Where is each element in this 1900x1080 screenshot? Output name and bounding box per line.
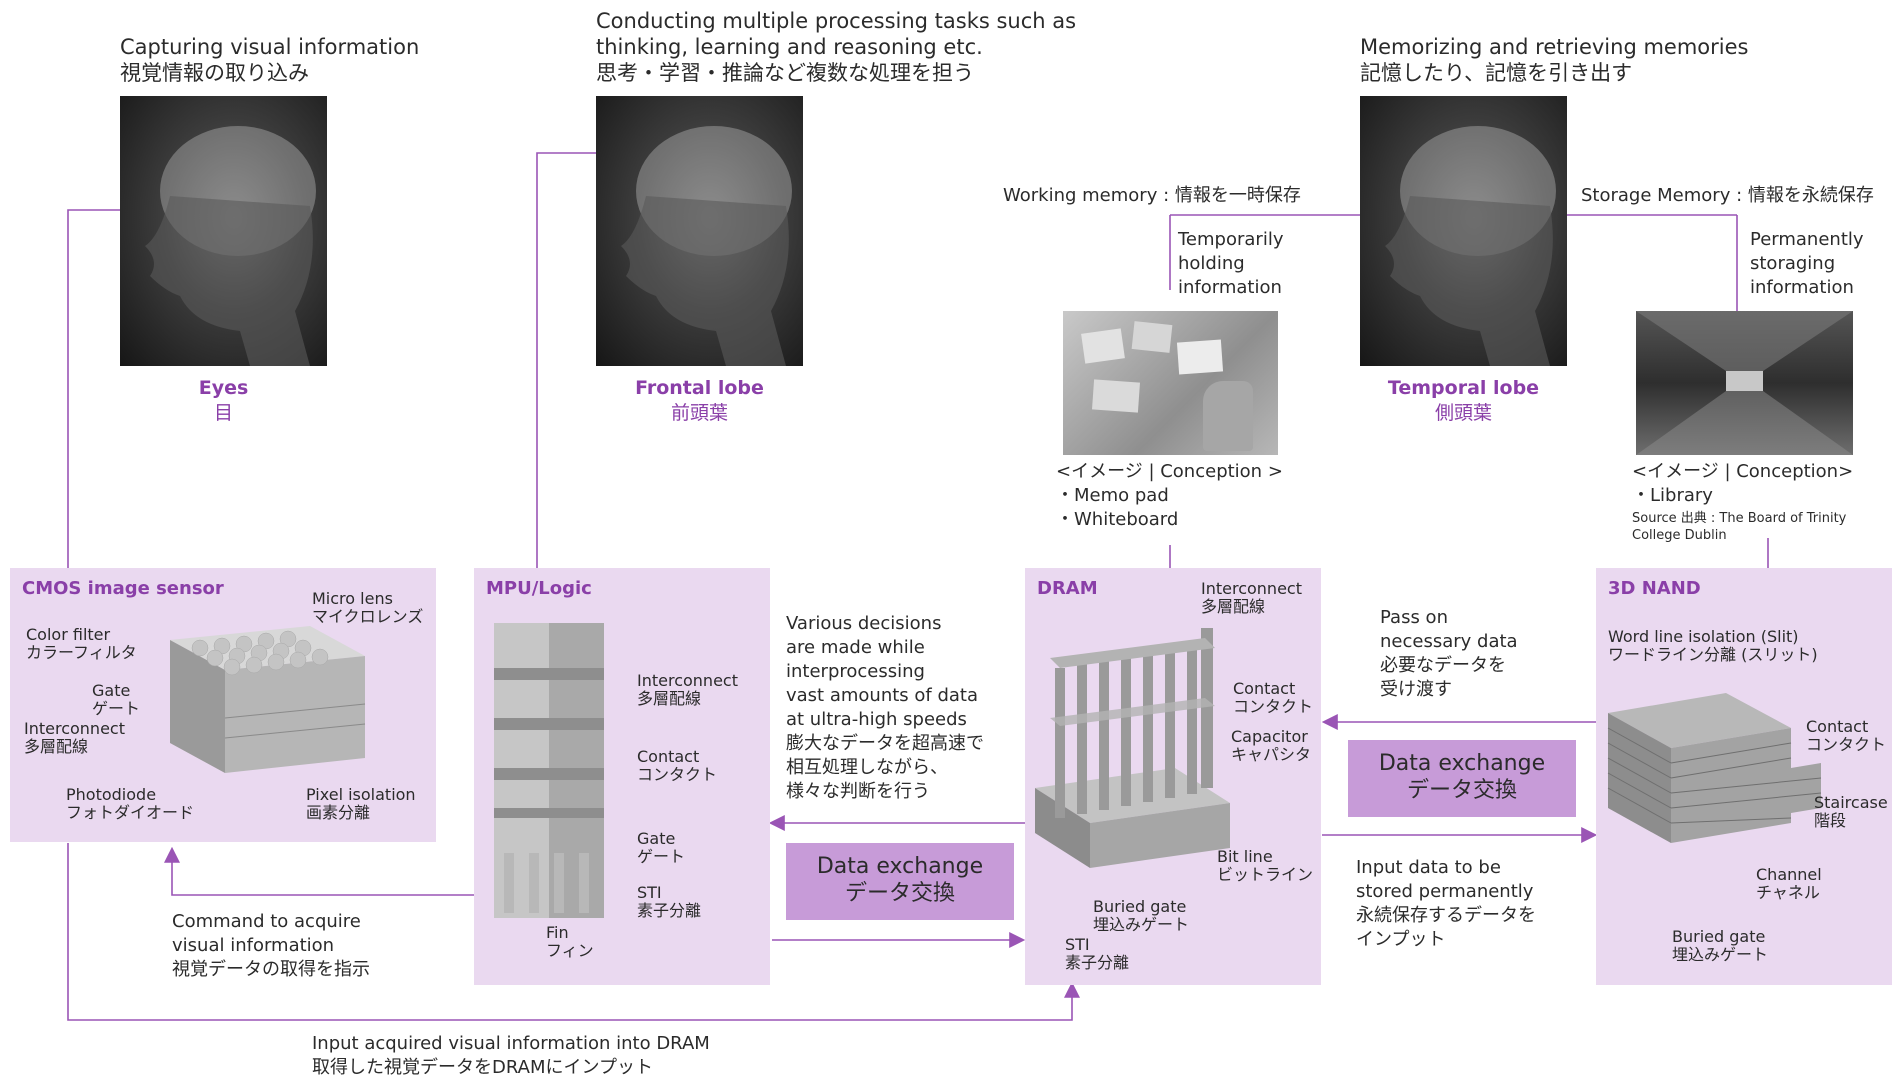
data-exchange-box-2: Data exchange データ交換 — [1348, 740, 1576, 817]
cmos-chip-illustration — [170, 626, 366, 773]
mpu-label-contact: Contact コンタクト — [637, 747, 718, 784]
eyes-label: Eyes 目 — [120, 376, 327, 426]
input-store-text: Input data to be stored permanently 永続保存… — [1356, 857, 1536, 950]
dram-label-buried-gate: Buried gate 埋込みゲート — [1093, 897, 1190, 934]
dram-label-contact: Contact コンタクト — [1233, 679, 1314, 716]
nand-chip-illustration — [1607, 693, 1822, 843]
temporal-label: Temporal lobe 側頭葉 — [1360, 376, 1567, 426]
eyes-caption: Capturing visual information 視覚情報の取り込み — [120, 35, 420, 85]
mpu-panel: MPU/Logic Interconnect 多層配線 Contact コンタク… — [474, 568, 770, 985]
cmos-panel: CMOS image sensor Micro lens マイクロレンズ Col… — [10, 568, 436, 842]
temporal-brain-image — [1360, 96, 1567, 366]
dram-label-capacitor: Capacitor キャパシタ — [1231, 727, 1312, 764]
frontal-name-en: Frontal lobe — [635, 377, 764, 399]
eyes-name-en: Eyes — [198, 377, 249, 399]
temporal-name-ja: 側頭葉 — [1434, 402, 1492, 424]
nand-label-staircase: Staircase 階段 — [1814, 793, 1888, 830]
cmos-label-gate: Gate ゲート — [92, 681, 141, 718]
dram-label-sti: STI 素子分離 — [1065, 935, 1130, 972]
data-exchange-box-1: Data exchange データ交換 — [786, 843, 1014, 920]
mpu-label-sti: STI 素子分離 — [637, 883, 702, 920]
cmos-label-color-filter: Color filter カラーフィルタ — [26, 625, 137, 662]
frontal-name-ja: 前頭葉 — [670, 402, 728, 424]
mpu-label-gate: Gate ゲート — [637, 829, 686, 866]
working-memory-desc: Temporarily holding information — [1178, 229, 1284, 298]
dram-chip-illustration — [1035, 628, 1230, 868]
dram-label-interconnect: Interconnect 多層配線 — [1201, 579, 1302, 616]
dram-label-bit-line: Bit line ビットライン — [1217, 847, 1314, 884]
command-text: Command to acquire visual information 視覚… — [172, 911, 370, 980]
mpu-label-fin: Fin フィン — [546, 923, 594, 960]
pass-on-text: Pass on necessary data 必要なデータを 受け渡す — [1380, 607, 1518, 700]
mpu-label-interconnect: Interconnect 多層配線 — [637, 671, 738, 708]
cmos-label-micro-lens: Micro lens マイクロレンズ — [312, 589, 424, 626]
temporal-name-en: Temporal lobe — [1387, 377, 1540, 399]
cmos-label-photodiode: Photodiode フォトダイオード — [66, 785, 195, 822]
frontal-brain-image — [596, 96, 803, 366]
storage-memory-conception: <イメージ | Conception> ・Library — [1632, 461, 1854, 506]
nand-label-word-line: Word line isolation (Slit) ワードライン分離 (スリッ… — [1608, 627, 1818, 664]
working-memory-label: Working memory : 情報を一時保存 — [1003, 185, 1301, 206]
frontal-caption: Conducting multiple processing tasks suc… — [596, 9, 1077, 85]
cmos-label-interconnect: Interconnect 多層配線 — [24, 719, 125, 756]
temporal-caption: Memorizing and retrieving memories 記憶したり… — [1360, 35, 1749, 85]
nand-label-buried-gate: Buried gate 埋込みゲート — [1672, 927, 1769, 964]
eyes-name-ja: 目 — [213, 402, 233, 424]
nand-label-channel: Channel チャネル — [1756, 865, 1822, 902]
frontal-label: Frontal lobe 前頭葉 — [596, 376, 803, 426]
memo-pad-photo — [1063, 311, 1278, 455]
mpu-chip-illustration — [494, 623, 604, 918]
dram-title: DRAM — [1037, 578, 1098, 599]
storage-memory-label: Storage Memory : 情報を永続保存 — [1581, 185, 1874, 206]
nand-title: 3D NAND — [1608, 578, 1701, 599]
working-memory-conception: <イメージ | Conception > ・Memo pad ・Whiteboa… — [1056, 461, 1283, 530]
nand-label-contact: Contact コンタクト — [1806, 717, 1887, 754]
nand-panel: 3D NAND Word line isolation (Slit) ワードライ… — [1596, 568, 1892, 985]
dram-panel: DRAM Interconnect 多層配線 Contact コンタクト Cap… — [1025, 568, 1321, 985]
library-photo — [1636, 311, 1853, 455]
library-source: Source 出典 : The Board of Trinity College… — [1632, 511, 1847, 543]
cmos-label-pixel-isolation: Pixel isolation 画素分離 — [306, 785, 416, 822]
decisions-text: Various decisions are made while interpr… — [786, 613, 984, 802]
mpu-title: MPU/Logic — [486, 578, 592, 599]
input-dram-text: Input acquired visual information into D… — [312, 1033, 710, 1078]
cmos-title: CMOS image sensor — [22, 578, 224, 599]
eyes-brain-image — [120, 96, 327, 366]
storage-memory-desc: Permanently storaging information — [1750, 229, 1864, 298]
